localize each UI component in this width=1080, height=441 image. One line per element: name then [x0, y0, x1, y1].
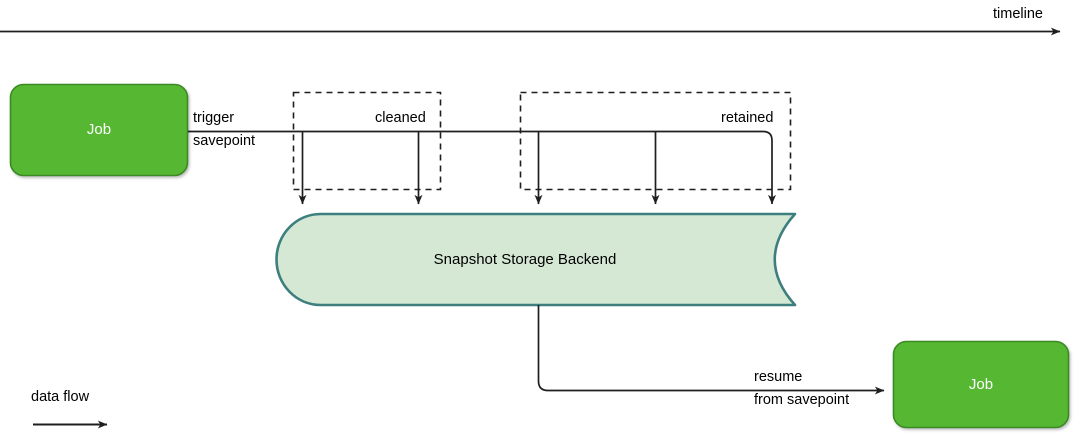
resume-label-line1: resume [754, 369, 803, 385]
timeline-label: timeline [993, 6, 1043, 22]
trigger-savepoint-label-line2: savepoint [193, 133, 256, 149]
storage-backend-node[interactable] [275, 212, 797, 307]
job-right-node[interactable] [892, 340, 1070, 429]
job-left-label: Job [86, 121, 112, 138]
storage-backend-label: Snapshot Storage Backend [433, 251, 617, 268]
trigger-savepoint-edge [188, 130, 776, 205]
retained-group-box [519, 91, 792, 191]
trigger-savepoint-label-line1: trigger [193, 110, 235, 126]
cleaned-group-label: cleaned [375, 110, 426, 126]
resume-label-line2: from savepoint [754, 392, 850, 408]
data-flow-label: data flow [31, 389, 90, 405]
retained-group-label: retained [721, 110, 774, 126]
resume-edge [537, 305, 885, 395]
job-right-label: Job [968, 376, 994, 393]
job-left-node[interactable] [9, 83, 189, 177]
